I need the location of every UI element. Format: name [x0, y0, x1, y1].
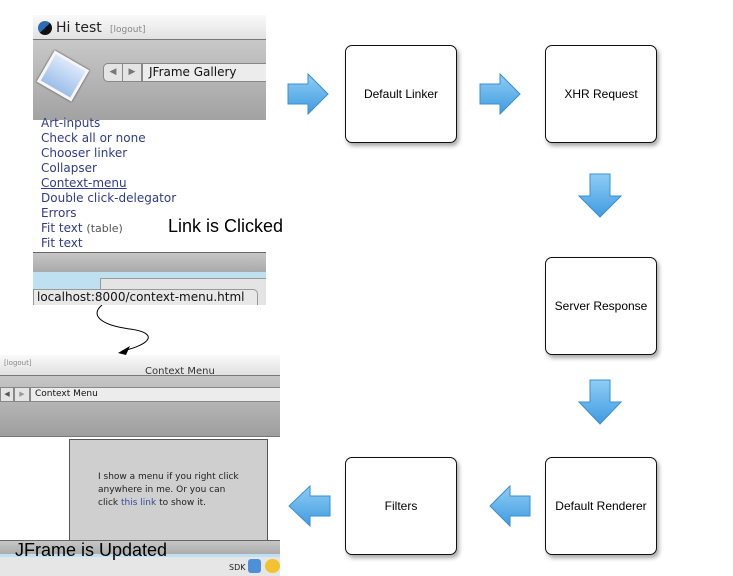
chat-icon[interactable] [265, 559, 280, 573]
screenshot-before: Hi test [logout] ◀ ▶ JFrame Gallery Art-… [33, 15, 266, 305]
link-errors[interactable]: Errors [41, 206, 77, 220]
step-label: Filters [384, 499, 418, 513]
logout-link[interactable]: [logout] [110, 25, 146, 35]
sdk-label: SDK [229, 563, 246, 572]
nav-forward-button[interactable]: ▶ [122, 63, 142, 82]
link-double-click[interactable]: Double click-delegator [41, 191, 177, 205]
link-chooser-linker[interactable]: Chooser linker [41, 146, 128, 160]
app-icon[interactable] [248, 559, 261, 573]
link-check-all[interactable]: Check all or none [41, 131, 146, 145]
step-xhr-request: XHR Request [545, 45, 657, 143]
greeting: Hi test [56, 20, 102, 36]
step-default-renderer: Default Renderer [545, 457, 657, 555]
arrow-right-icon [479, 72, 521, 116]
status-url: localhost:8000/context-menu.html [33, 289, 258, 305]
panel-text: I show a menu if you right click anywher… [98, 472, 239, 508]
link-context-menu[interactable]: Context-menu [41, 176, 127, 190]
window-title: Context Menu [145, 366, 215, 377]
caption-jframe-updated: JFrame is Updated [15, 540, 168, 560]
arrow-down-icon [577, 173, 623, 218]
connector-curve [96, 305, 149, 355]
show-menu-link[interactable]: this link [120, 498, 157, 508]
nav-back-button[interactable]: ◀ [103, 63, 123, 82]
step-label: Default Linker [363, 87, 439, 101]
screenshot-after: [logout] Context Menu ◀ ▶ Context Menu I… [0, 355, 280, 576]
logout-link[interactable]: [logout] [4, 359, 32, 367]
context-menu-panel[interactable] [69, 439, 268, 541]
app-logo-icon [38, 21, 52, 35]
nav-back-button[interactable]: ◀ [0, 387, 14, 402]
step-server-response: Server Response [545, 257, 657, 355]
nav-forward-button[interactable]: ▶ [14, 387, 30, 402]
step-label: Server Response [554, 299, 648, 313]
arrow-down-icon [577, 379, 623, 425]
location-field[interactable]: JFrame Gallery [142, 63, 266, 82]
link-art-inputs[interactable]: Art-inputs [41, 116, 101, 130]
arrow-right-icon [287, 72, 329, 116]
arrow-left-icon [288, 484, 331, 528]
caption-link-clicked: Link is Clicked [168, 216, 284, 236]
step-label: XHR Request [564, 87, 638, 101]
link-collapser[interactable]: Collapser [41, 161, 97, 175]
link-fit-text[interactable]: Fit text [41, 236, 83, 250]
link-fit-text-table[interactable]: Fit text (table) [41, 221, 123, 235]
step-default-linker: Default Linker [345, 45, 457, 143]
arrow-left-icon [489, 484, 531, 528]
step-filters: Filters [345, 457, 457, 555]
step-label: Default Renderer [555, 499, 647, 513]
location-field[interactable]: Context Menu [30, 387, 280, 402]
